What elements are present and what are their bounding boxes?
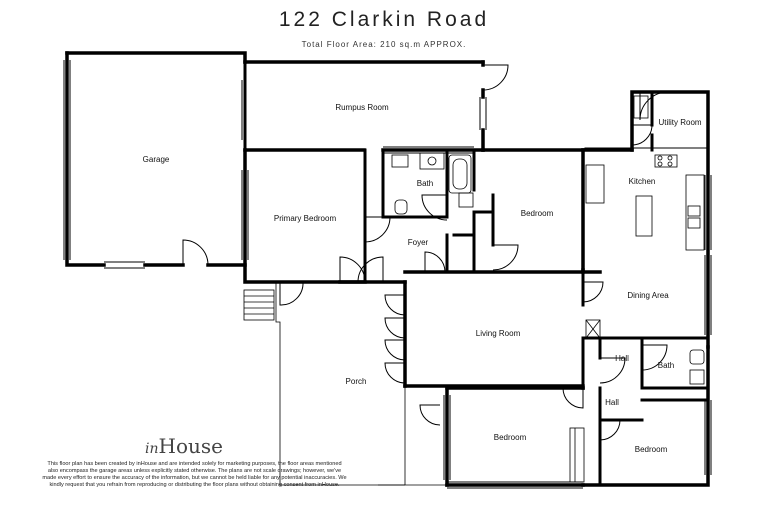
floor-area-subtitle: Total Floor Area: 210 sq.m APPROX. — [301, 40, 467, 49]
stairs — [243, 289, 275, 321]
label-bath-1: Bath — [417, 179, 433, 188]
disclaimer-text: This floor plan has been created by inHo… — [42, 461, 347, 488]
label-bedroom-3: Bedroom — [635, 445, 668, 454]
label-rumpus-room: Rumpus Room — [335, 103, 389, 112]
porch-outline — [275, 282, 447, 486]
label-primary-bedroom: Primary Bedroom — [274, 214, 337, 223]
interior-walls — [243, 60, 710, 487]
logo-wordmark: House — [158, 434, 223, 458]
label-hall-1: Hall — [615, 354, 629, 363]
plan-title: 122 Clarkin Road — [278, 8, 490, 31]
logo-prefix: in — [145, 441, 159, 457]
label-bedroom-2: Bedroom — [494, 433, 527, 442]
label-kitchen: Kitchen — [629, 177, 656, 186]
label-garage: Garage — [143, 155, 170, 164]
label-utility-room: Utility Room — [658, 118, 701, 127]
label-foyer: Foyer — [408, 238, 429, 247]
windows — [63, 60, 712, 489]
label-bedroom-1: Bedroom — [521, 209, 554, 218]
doors — [182, 64, 669, 441]
label-bath-2: Bath — [658, 361, 674, 370]
fixtures — [391, 95, 705, 483]
inhouse-logo: inHouse — [145, 434, 223, 458]
label-hall-2: Hall — [605, 398, 619, 407]
label-dining-area: Dining Area — [627, 291, 669, 300]
label-living-room: Living Room — [476, 329, 521, 338]
label-porch: Porch — [346, 377, 367, 386]
